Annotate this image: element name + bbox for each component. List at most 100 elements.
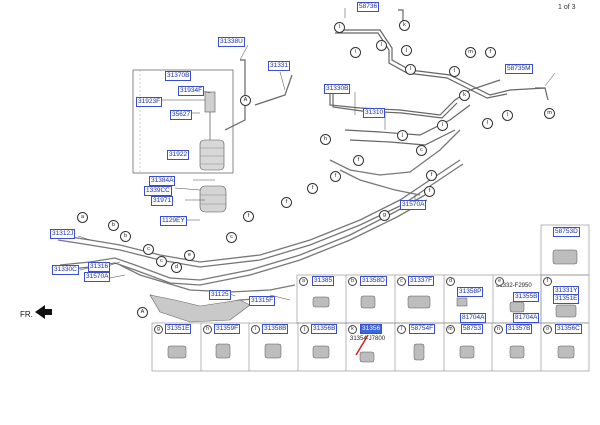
callout-b: b (120, 231, 131, 242)
part-label-1339[interactable]: 1339CC (144, 186, 172, 196)
callout-e: e (184, 250, 195, 261)
cell-letter-o: o (543, 325, 552, 334)
part-label-31337[interactable]: 31337F (408, 276, 435, 286)
callout-j: j (401, 45, 412, 56)
cell-letter-n: n (494, 325, 503, 334)
callout-l: l (376, 40, 387, 51)
part-label-31338[interactable]: 31338U (218, 37, 245, 47)
part-label-58754[interactable]: 58754F (409, 324, 436, 334)
callout-f: f (307, 183, 318, 194)
part-label-31356b[interactable]: 31356B (311, 324, 338, 334)
part-label-31316[interactable]: 31316 (88, 262, 111, 272)
part-label-35627[interactable]: 35627 (170, 110, 193, 120)
part-label-58736[interactable]: 58736 (357, 2, 380, 12)
part-label-31310[interactable]: 31310 (363, 108, 386, 118)
cell-letter-h: h (203, 325, 212, 334)
callout-f: f (353, 155, 364, 166)
part-label-31356c[interactable]: 31356C (555, 324, 582, 334)
part-label-31358b[interactable]: 31358B (262, 324, 289, 334)
part-label-31923[interactable]: 31923F (136, 97, 163, 107)
callout-m: m (544, 108, 555, 119)
cell-letter-l: l (397, 325, 406, 334)
part-label-31330c[interactable]: 31330C (52, 265, 79, 275)
callout-f: f (424, 186, 435, 197)
cell-letter-m: m (446, 325, 455, 334)
note-31332-f2950: 31332-F2950 (496, 283, 532, 289)
callout-f: f (243, 211, 254, 222)
highlight-pointer (355, 334, 369, 356)
callout-h: h (320, 134, 331, 145)
part-label-81704a[interactable]: 81704A (460, 313, 487, 323)
fuel-filter-part (199, 91, 225, 171)
callout-j: j (397, 130, 408, 141)
part-label-31971[interactable]: 31971 (151, 196, 174, 206)
part-label-31351e-top[interactable]: 31351E (553, 294, 580, 304)
front-arrow-icon (35, 305, 52, 319)
part-label-31570a[interactable]: 31570A (400, 200, 427, 210)
part-label-31358d[interactable]: 31358D (360, 276, 387, 286)
callout-f: f (485, 47, 496, 58)
part-label-31385[interactable]: 31385 (312, 276, 335, 286)
part-label-31331[interactable]: 31331 (268, 61, 291, 71)
callout-k: k (399, 20, 410, 31)
callout-a-lower: A (137, 307, 148, 318)
callout-c: c (156, 256, 167, 267)
callout-l: l (405, 64, 416, 75)
cell-letter-j: j (300, 325, 309, 334)
part-label-31359[interactable]: 31359F (214, 324, 241, 334)
part-label-31357[interactable]: 31357B (506, 324, 533, 334)
cell-letter-f: f (543, 277, 552, 286)
callout-l: l (482, 118, 493, 129)
part-label-31934[interactable]: 31934F (178, 86, 205, 96)
leader-lines (77, 8, 556, 301)
callout-b: b (108, 220, 119, 231)
part-label-31312[interactable]: 31312J (50, 229, 76, 239)
parts-table-grid (151, 224, 590, 372)
part-label-58753[interactable]: 58753 (461, 324, 484, 334)
callout-f: f (426, 170, 437, 181)
callout-f: f (330, 171, 341, 182)
part-label-31351e[interactable]: 31351E (165, 324, 192, 334)
part-label-81704b[interactable]: 81704A (513, 313, 540, 323)
page-indicator: 1 of 3 (558, 4, 576, 11)
note-31354-j7800: 31354-J7800 (350, 336, 386, 342)
part-label-31922[interactable]: 31922 (167, 150, 190, 160)
heat-shield-part (149, 294, 251, 323)
callout-l: l (437, 120, 448, 131)
cell-letter-a: a (299, 277, 308, 286)
part-label-58735[interactable]: 58735M (505, 64, 533, 74)
part-label-31384[interactable]: 31384A (149, 176, 176, 186)
cell-letter-c: c (397, 277, 406, 286)
cell-letter-i: i (251, 325, 260, 334)
callout-m: m (465, 47, 476, 58)
part-label-31570b[interactable]: 31570A (84, 272, 111, 282)
canister-part (199, 185, 227, 213)
part-label-31356-selected[interactable]: 31356 (360, 324, 383, 334)
callout-a: a (77, 212, 88, 223)
part-label-31358p[interactable]: 31358P (457, 287, 484, 297)
part-label-31315[interactable]: 31315F (249, 296, 276, 306)
cell-letter-d: d (446, 277, 455, 286)
callout-l: l (449, 66, 460, 77)
front-direction-label: FR. (20, 310, 33, 319)
upper-fuel-lines (224, 9, 549, 146)
part-label-31355[interactable]: 31355B (513, 292, 540, 302)
cell-letter-e: e (495, 277, 504, 286)
callout-a-upper: A (240, 95, 251, 106)
callout-c: c (143, 244, 154, 255)
part-label-58753d[interactable]: 58753D (553, 227, 580, 237)
callout-l: l (334, 22, 345, 33)
callout-g: g (379, 210, 390, 221)
part-label-1129[interactable]: 1129EY (160, 216, 187, 226)
cell-letter-g: g (154, 325, 163, 334)
cell-letter-k: k (348, 325, 357, 334)
clip-parts (167, 249, 578, 363)
part-label-31330b[interactable]: 31330B (324, 84, 351, 94)
part-label-31125[interactable]: 31125 (209, 290, 231, 300)
callout-c: c (226, 232, 237, 243)
cell-letter-b: b (348, 277, 357, 286)
callout-d: d (171, 262, 182, 273)
part-label-31370[interactable]: 31370B (165, 71, 192, 81)
callout-c: c (416, 145, 427, 156)
callout-k: k (459, 90, 470, 101)
